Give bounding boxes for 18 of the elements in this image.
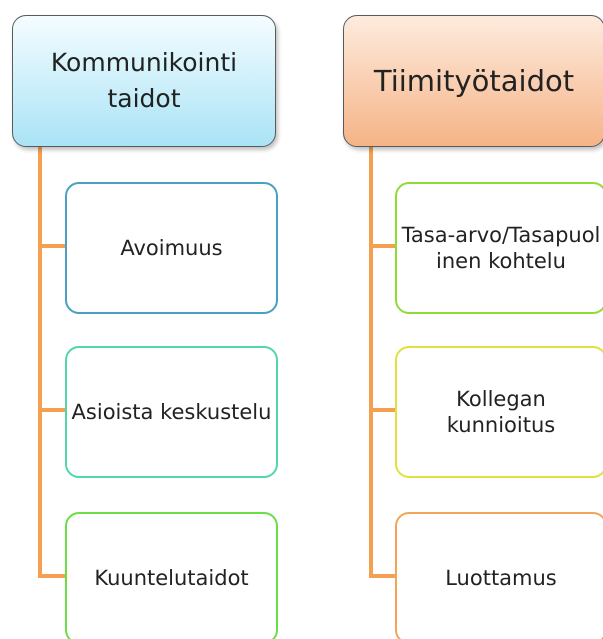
item-box: [395, 346, 603, 478]
connector-line: [369, 147, 395, 578]
item-box: [65, 346, 278, 478]
item-label: Kuuntelutaidot: [94, 564, 249, 592]
category-box: [12, 15, 276, 147]
item-box: [65, 182, 278, 314]
item-label: Luottamus: [445, 564, 557, 592]
category-title: Tiimityötaidot: [374, 62, 574, 100]
category-title: Kommunikointi taidot: [50, 46, 238, 115]
item-label: Asioista keskustelu: [72, 398, 272, 426]
item-box: [395, 182, 603, 314]
category-box: [343, 15, 603, 147]
item-box: [395, 512, 603, 639]
item-label: Avoimuus: [120, 234, 223, 262]
item-label: Tasa-arvo/Tasapuolinen kohtelu: [401, 222, 601, 274]
item-label: Kollegan kunnioitus: [446, 386, 556, 438]
item-box: [65, 512, 278, 639]
connector-line: [38, 147, 65, 578]
